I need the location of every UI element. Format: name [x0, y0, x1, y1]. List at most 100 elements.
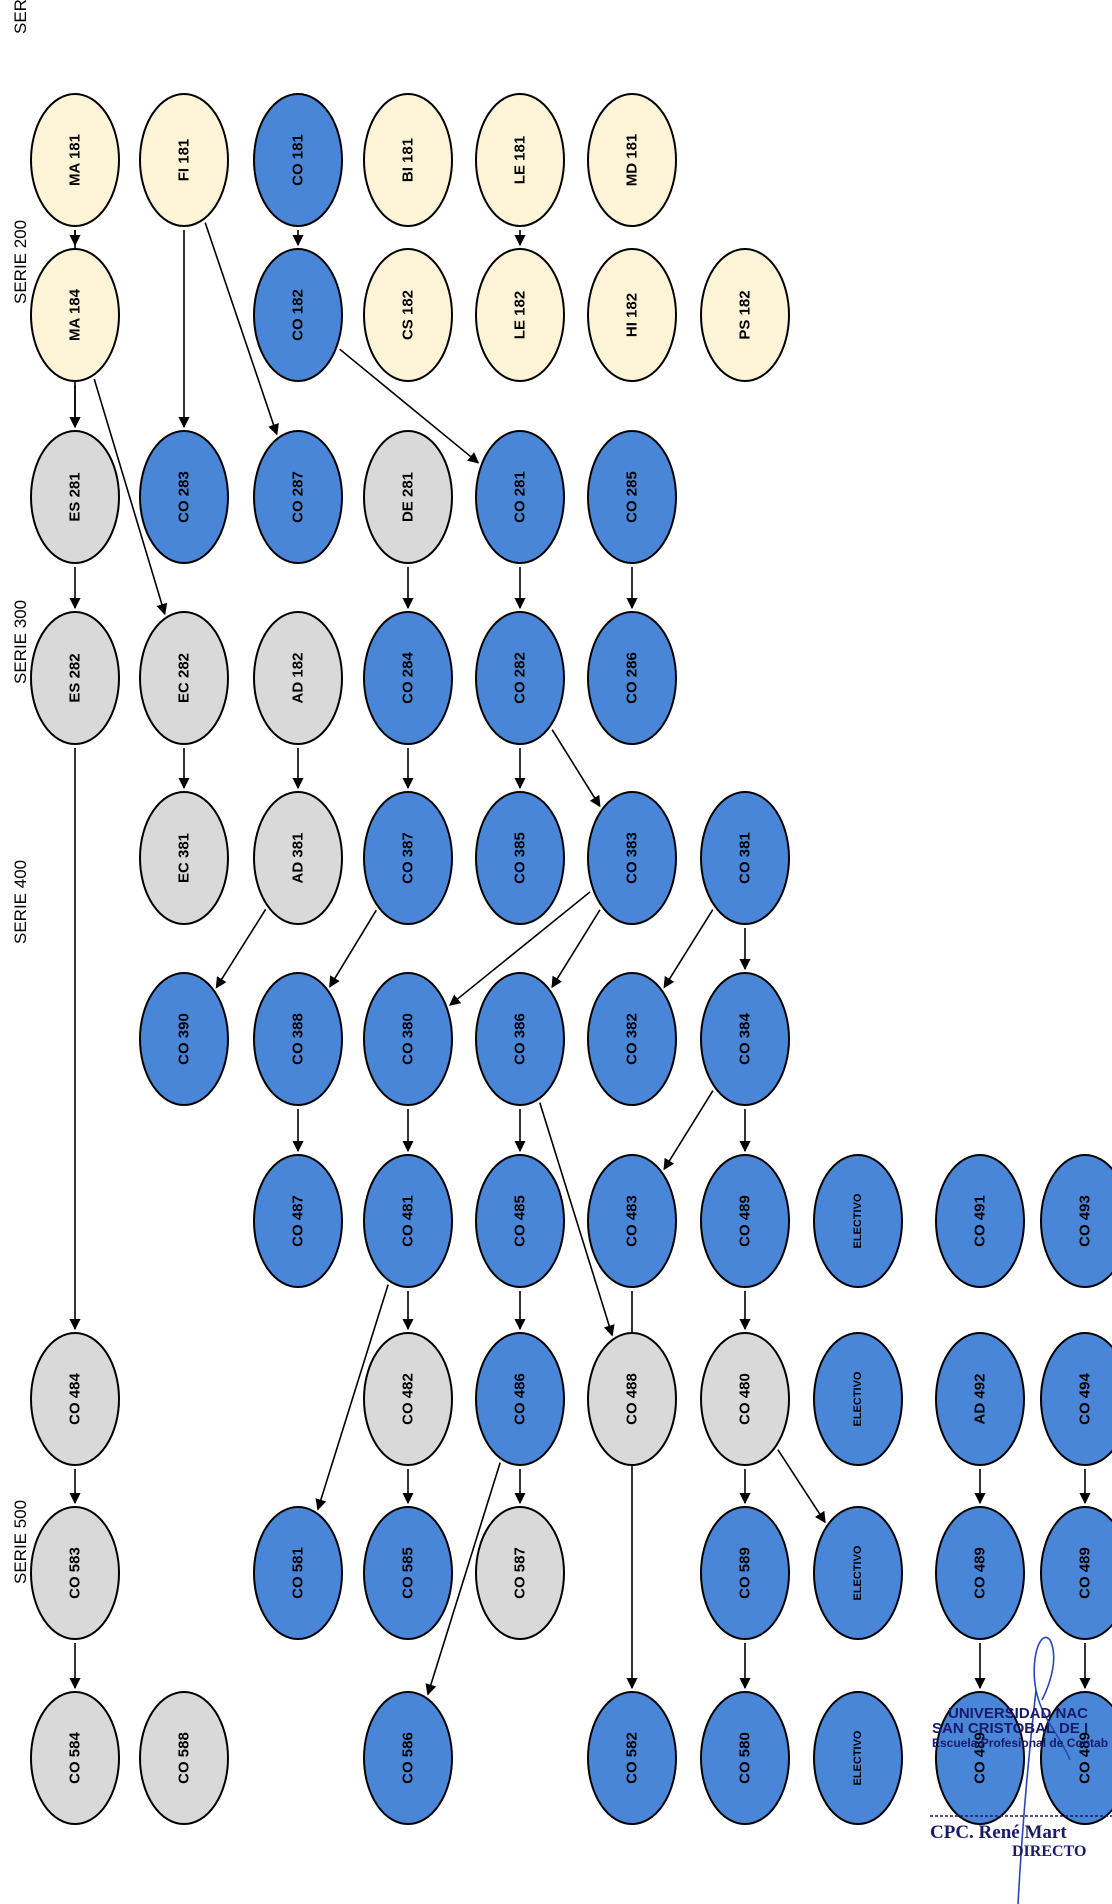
course-node-shape: [700, 1332, 790, 1466]
course-node-shape: [587, 1691, 677, 1825]
course-node-co489a: CO 489: [700, 1154, 790, 1288]
course-node-shape: [363, 791, 453, 925]
course-node-label: ELECTIVO: [852, 1193, 864, 1248]
course-node-label: CO 481: [400, 1195, 417, 1247]
course-node-shape: [700, 791, 790, 925]
course-node-label: CO 482: [400, 1373, 417, 1425]
course-node-label: CO 381: [737, 832, 754, 884]
course-node-shape: [587, 430, 677, 564]
course-node-co383: CO 383: [587, 791, 677, 925]
course-node-label: CO 385: [512, 832, 529, 884]
course-node-label: MA 184: [67, 288, 84, 341]
course-node-shape: [253, 248, 343, 382]
course-node-shape: [363, 1506, 453, 1640]
course-node-co489e: CO 489: [1040, 1691, 1112, 1825]
course-node-co380: CO 380: [363, 972, 453, 1106]
course-node-co585: CO 585: [363, 1506, 453, 1640]
course-node-shape: [253, 93, 343, 227]
course-node-co489c: CO 489: [1040, 1506, 1112, 1640]
course-node-label: CO 182: [290, 289, 307, 341]
course-node-label: LE 182: [512, 291, 529, 339]
course-node-el4: ELECTIVO: [813, 1691, 903, 1825]
arrow-co387-to-co388: [329, 909, 377, 988]
arrow-co383-to-co386: [551, 909, 601, 989]
course-node-label: CO 489: [972, 1732, 989, 1784]
course-node-label: CO 287: [290, 471, 307, 523]
course-node-shape: [363, 972, 453, 1106]
course-node-bi181: BI 181: [363, 93, 453, 227]
course-node-cs182: CS 182: [363, 248, 453, 382]
course-node-shape: [475, 972, 565, 1106]
course-node-shape: [475, 1506, 565, 1640]
course-node-label: ELECTIVO: [852, 1371, 864, 1426]
course-node-co384: CO 384: [700, 972, 790, 1106]
course-node-label: CO 282: [512, 652, 529, 704]
arrow-ma184-to-ec282: [93, 378, 168, 616]
course-node-label: CO 489: [972, 1547, 989, 1599]
course-node-label: AD 492: [972, 1374, 989, 1425]
arrow-co282-to-co383: [551, 729, 601, 808]
official-stamp: UNIVERSIDAD NAC SAN CRISTOBAL DE I Escue…: [930, 1636, 1112, 1904]
arrow-co481-to-co581: [315, 1284, 389, 1511]
course-node-ma184: MA 184: [30, 248, 120, 382]
course-node-co487: CO 487: [253, 1154, 343, 1288]
course-node-shape: [700, 1154, 790, 1288]
course-node-shape: [253, 1506, 343, 1640]
course-node-co283: CO 283: [139, 430, 229, 564]
course-node-shape: [139, 93, 229, 227]
course-node-shape: [813, 1691, 903, 1825]
course-node-label: CO 491: [972, 1195, 989, 1247]
course-node-label: ELECTIVO: [852, 1545, 864, 1600]
course-node-shape: [813, 1154, 903, 1288]
course-node-label: HI 182: [624, 293, 641, 337]
course-node-shape: [139, 430, 229, 564]
course-node-shape: [700, 248, 790, 382]
course-node-co382: CO 382: [587, 972, 677, 1106]
course-node-shape: [363, 1154, 453, 1288]
course-node-co286: CO 286: [587, 611, 677, 745]
course-node-co381: CO 381: [700, 791, 790, 925]
course-node-label: CO 488: [624, 1373, 641, 1425]
course-node-co582: CO 582: [587, 1691, 677, 1825]
course-node-es282: ES 282: [30, 611, 120, 745]
course-node-label: CO 483: [624, 1195, 641, 1247]
course-node-label: CO 586: [400, 1732, 417, 1784]
course-node-label: CO 580: [737, 1732, 754, 1784]
course-node-co493: CO 493: [1040, 1154, 1112, 1288]
course-node-shape: [935, 1332, 1025, 1466]
course-node-shape: [30, 1506, 120, 1640]
course-node-label: CO 581: [290, 1547, 307, 1599]
course-node-label: CO 587: [512, 1547, 529, 1599]
course-node-ad492: AD 492: [935, 1332, 1025, 1466]
course-node-label: CO 286: [624, 652, 641, 704]
course-node-label: CO 487: [290, 1195, 307, 1247]
course-node-label: MA 181: [67, 134, 84, 186]
course-node-co481: CO 481: [363, 1154, 453, 1288]
course-node-label: CO 386: [512, 1013, 529, 1065]
course-node-co586: CO 586: [363, 1691, 453, 1825]
course-node-shape: [139, 791, 229, 925]
course-node-co486: CO 486: [475, 1332, 565, 1466]
course-node-shape: [813, 1506, 903, 1640]
course-node-shape: [475, 430, 565, 564]
course-node-el2: ELECTIVO: [813, 1332, 903, 1466]
course-node-co489b: CO 489: [935, 1506, 1025, 1640]
course-node-le181: LE 181: [475, 93, 565, 227]
course-node-shape: [363, 430, 453, 564]
series-label-400: SERIE 400: [11, 860, 30, 944]
course-node-label: CO 284: [400, 651, 417, 703]
course-node-shape: [587, 611, 677, 745]
course-node-label: CO 485: [512, 1195, 529, 1247]
course-node-label: CO 384: [737, 1012, 754, 1064]
course-node-label: CS 182: [400, 290, 417, 340]
course-node-shape: [253, 791, 343, 925]
course-node-shape: [587, 791, 677, 925]
course-node-label: CO 390: [176, 1013, 193, 1065]
course-node-co386: CO 386: [475, 972, 565, 1106]
course-node-label: CO 494: [1077, 1372, 1094, 1424]
arrow-co383-to-co380: [448, 891, 591, 1006]
course-node-co580: CO 580: [700, 1691, 790, 1825]
course-node-shape: [475, 248, 565, 382]
course-node-label: LE 181: [512, 136, 529, 184]
